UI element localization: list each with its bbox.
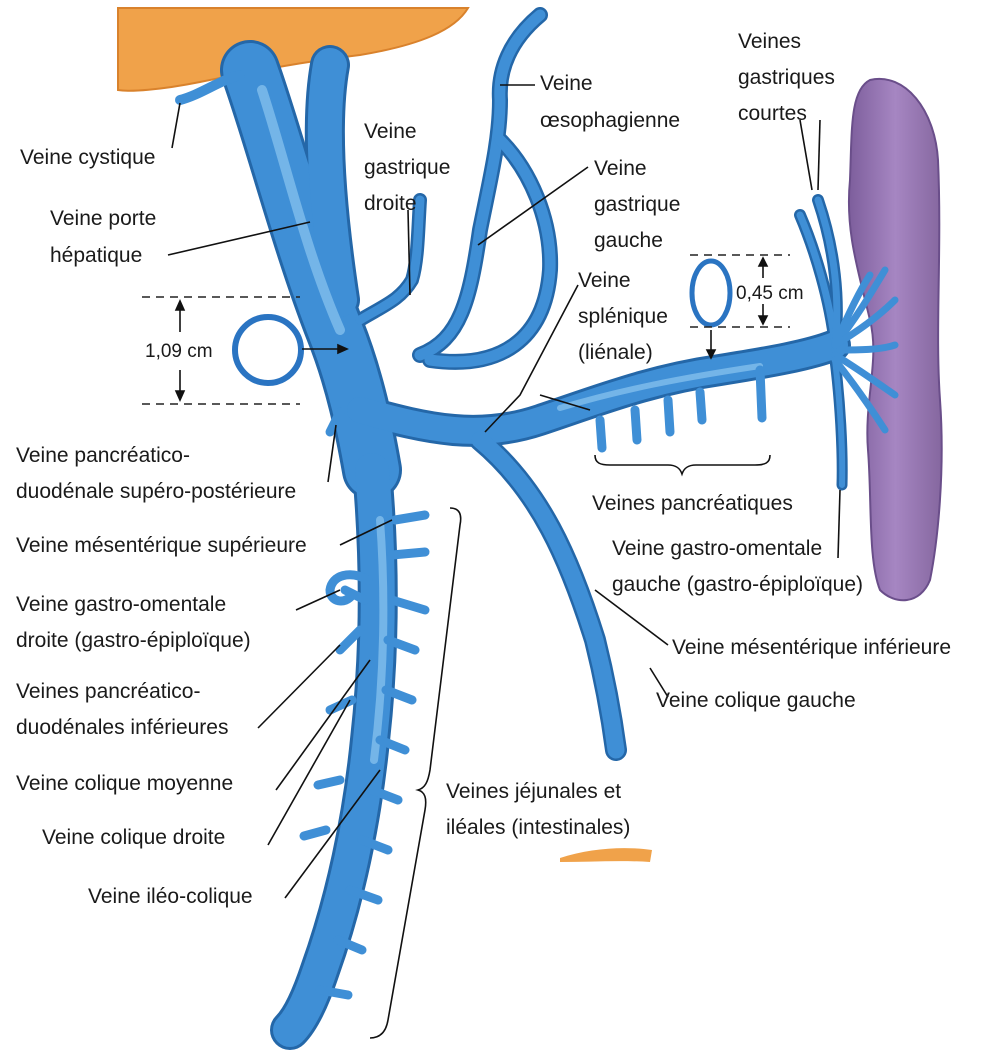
label-veine-pancreatico-duodenale-sup: Veine pancréatico- duodénale supéro-post… [16,444,296,503]
label-veines-pancreatiques: Veines pancréatiques [592,492,793,515]
esophageal-vein [420,15,540,355]
portal-cross-section-ring [235,317,301,383]
veins-fill [250,15,842,1030]
label-veines-gastriques-courtes: Veines gastriques courtes [738,30,841,125]
label-veine-colique-moyenne: Veine colique moyenne [16,772,233,795]
label-mesure-splenique: 0,45 cm [736,283,804,304]
pancreatic-veins-brace [595,455,770,474]
label-veine-gastro-omentale-gauche: Veine gastro-omentale gauche (gastro-épi… [612,537,863,596]
portal-vein-left-branch [325,65,340,300]
liver-fragment [560,848,652,862]
label-veine-gastro-omentale-droite: Veine gastro-omentale droite (gastro-épi… [16,593,251,652]
label-veines-jejunales: Veines jéjunales et iléales (intestinale… [446,780,630,839]
label-mesure-porte: 1,09 cm [145,341,213,362]
spleen-shape [849,79,942,600]
label-veine-gastrique-droite: Veine gastrique droite [364,120,456,215]
label-veine-cystique: Veine cystique [20,146,155,169]
liver-shape [118,8,468,91]
label-veine-gastrique-gauche: Veine gastrique gauche [594,157,686,252]
label-veine-colique-droite: Veine colique droite [42,826,225,849]
label-veine-colique-gauche: Veine colique gauche [656,689,856,712]
splenic-cross-section-ring [692,261,730,325]
label-veine-oesophagienne: Veine œsophagienne [540,72,680,132]
label-veine-splenique: Veine splénique (liénale) [578,269,674,364]
label-veine-porte: Veine porte hépatique [50,207,162,267]
label-veine-ileo-colique: Veine iléo-colique [88,885,253,908]
label-veine-mesenterique-inf: Veine mésentérique inférieure [672,636,951,659]
label-veines-pancreatico-duodenales-inf: Veines pancréatico- duodénales inférieur… [16,680,228,739]
label-veine-mesenterique-sup: Veine mésentérique supérieure [16,534,307,557]
inferior-mesenteric-vein [480,440,616,750]
